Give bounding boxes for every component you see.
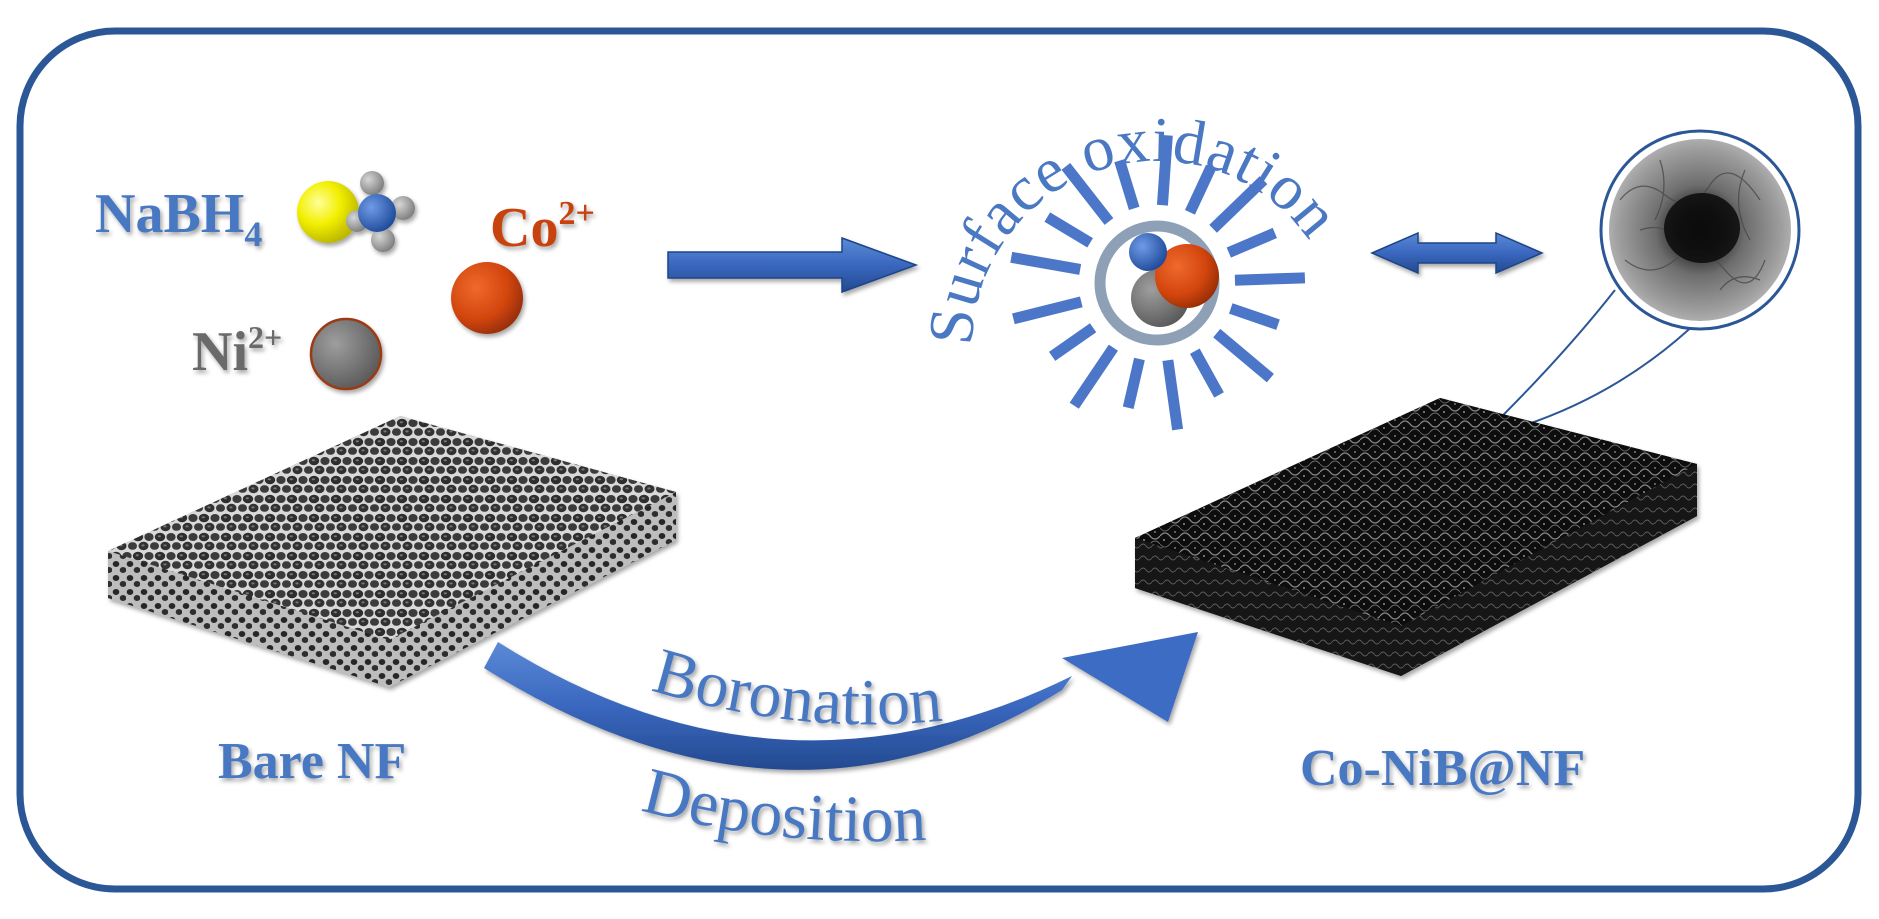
label-nabh4: NaBH4 (95, 183, 262, 254)
oxidation-ray (1061, 162, 1114, 225)
label-nabh4-main: NaBH (95, 183, 244, 245)
double-arrow-icon (1370, 231, 1544, 275)
oxidation-ray (1010, 251, 1082, 275)
tem-micrograph-icon (1599, 129, 1801, 331)
oxidation-ray (1226, 227, 1277, 258)
oxidation-ray (1156, 134, 1173, 206)
oxidation-ray (1114, 158, 1140, 211)
right-arrow-icon (667, 236, 919, 294)
oxidation-rays (1010, 134, 1306, 431)
label-ni-ion: Ni2+ (192, 319, 282, 383)
label-co-ion: Co2+ (490, 195, 595, 259)
label-ni-superscript: 2+ (248, 319, 282, 355)
label-co-main: Co (490, 197, 558, 259)
curved-arrow-icon (484, 632, 1198, 770)
core-shell-particle-icon (1094, 220, 1220, 346)
molecule-icon (297, 171, 415, 252)
oxidation-ray (1012, 296, 1083, 325)
co-nib-nf-foam (1135, 398, 1697, 676)
oxidation-ray (1228, 303, 1280, 330)
label-co-superscript: 2+ (558, 195, 594, 232)
oxidation-ray (1190, 348, 1224, 398)
label-co-nib-nf: Co-NiB@NF (1300, 740, 1585, 797)
oxidation-ray (1162, 359, 1184, 431)
ni-sphere-icon (309, 317, 383, 391)
oxidation-ray (1048, 323, 1097, 361)
oxidation-ray (1234, 272, 1306, 286)
oxidation-ray (1213, 328, 1274, 383)
label-bare-nf: Bare NF (218, 733, 406, 790)
label-nabh4-subscript: 4 (244, 214, 262, 254)
oxidation-ray (1122, 357, 1145, 409)
oxidation-ray (1044, 212, 1093, 248)
oxidation-ray (1209, 176, 1268, 233)
oxidation-ray (1069, 344, 1118, 409)
bare-nf-foam (108, 416, 676, 687)
label-ni-main: Ni (192, 321, 248, 383)
co-sphere-icon (451, 262, 523, 334)
oxidation-ray (1184, 164, 1217, 215)
